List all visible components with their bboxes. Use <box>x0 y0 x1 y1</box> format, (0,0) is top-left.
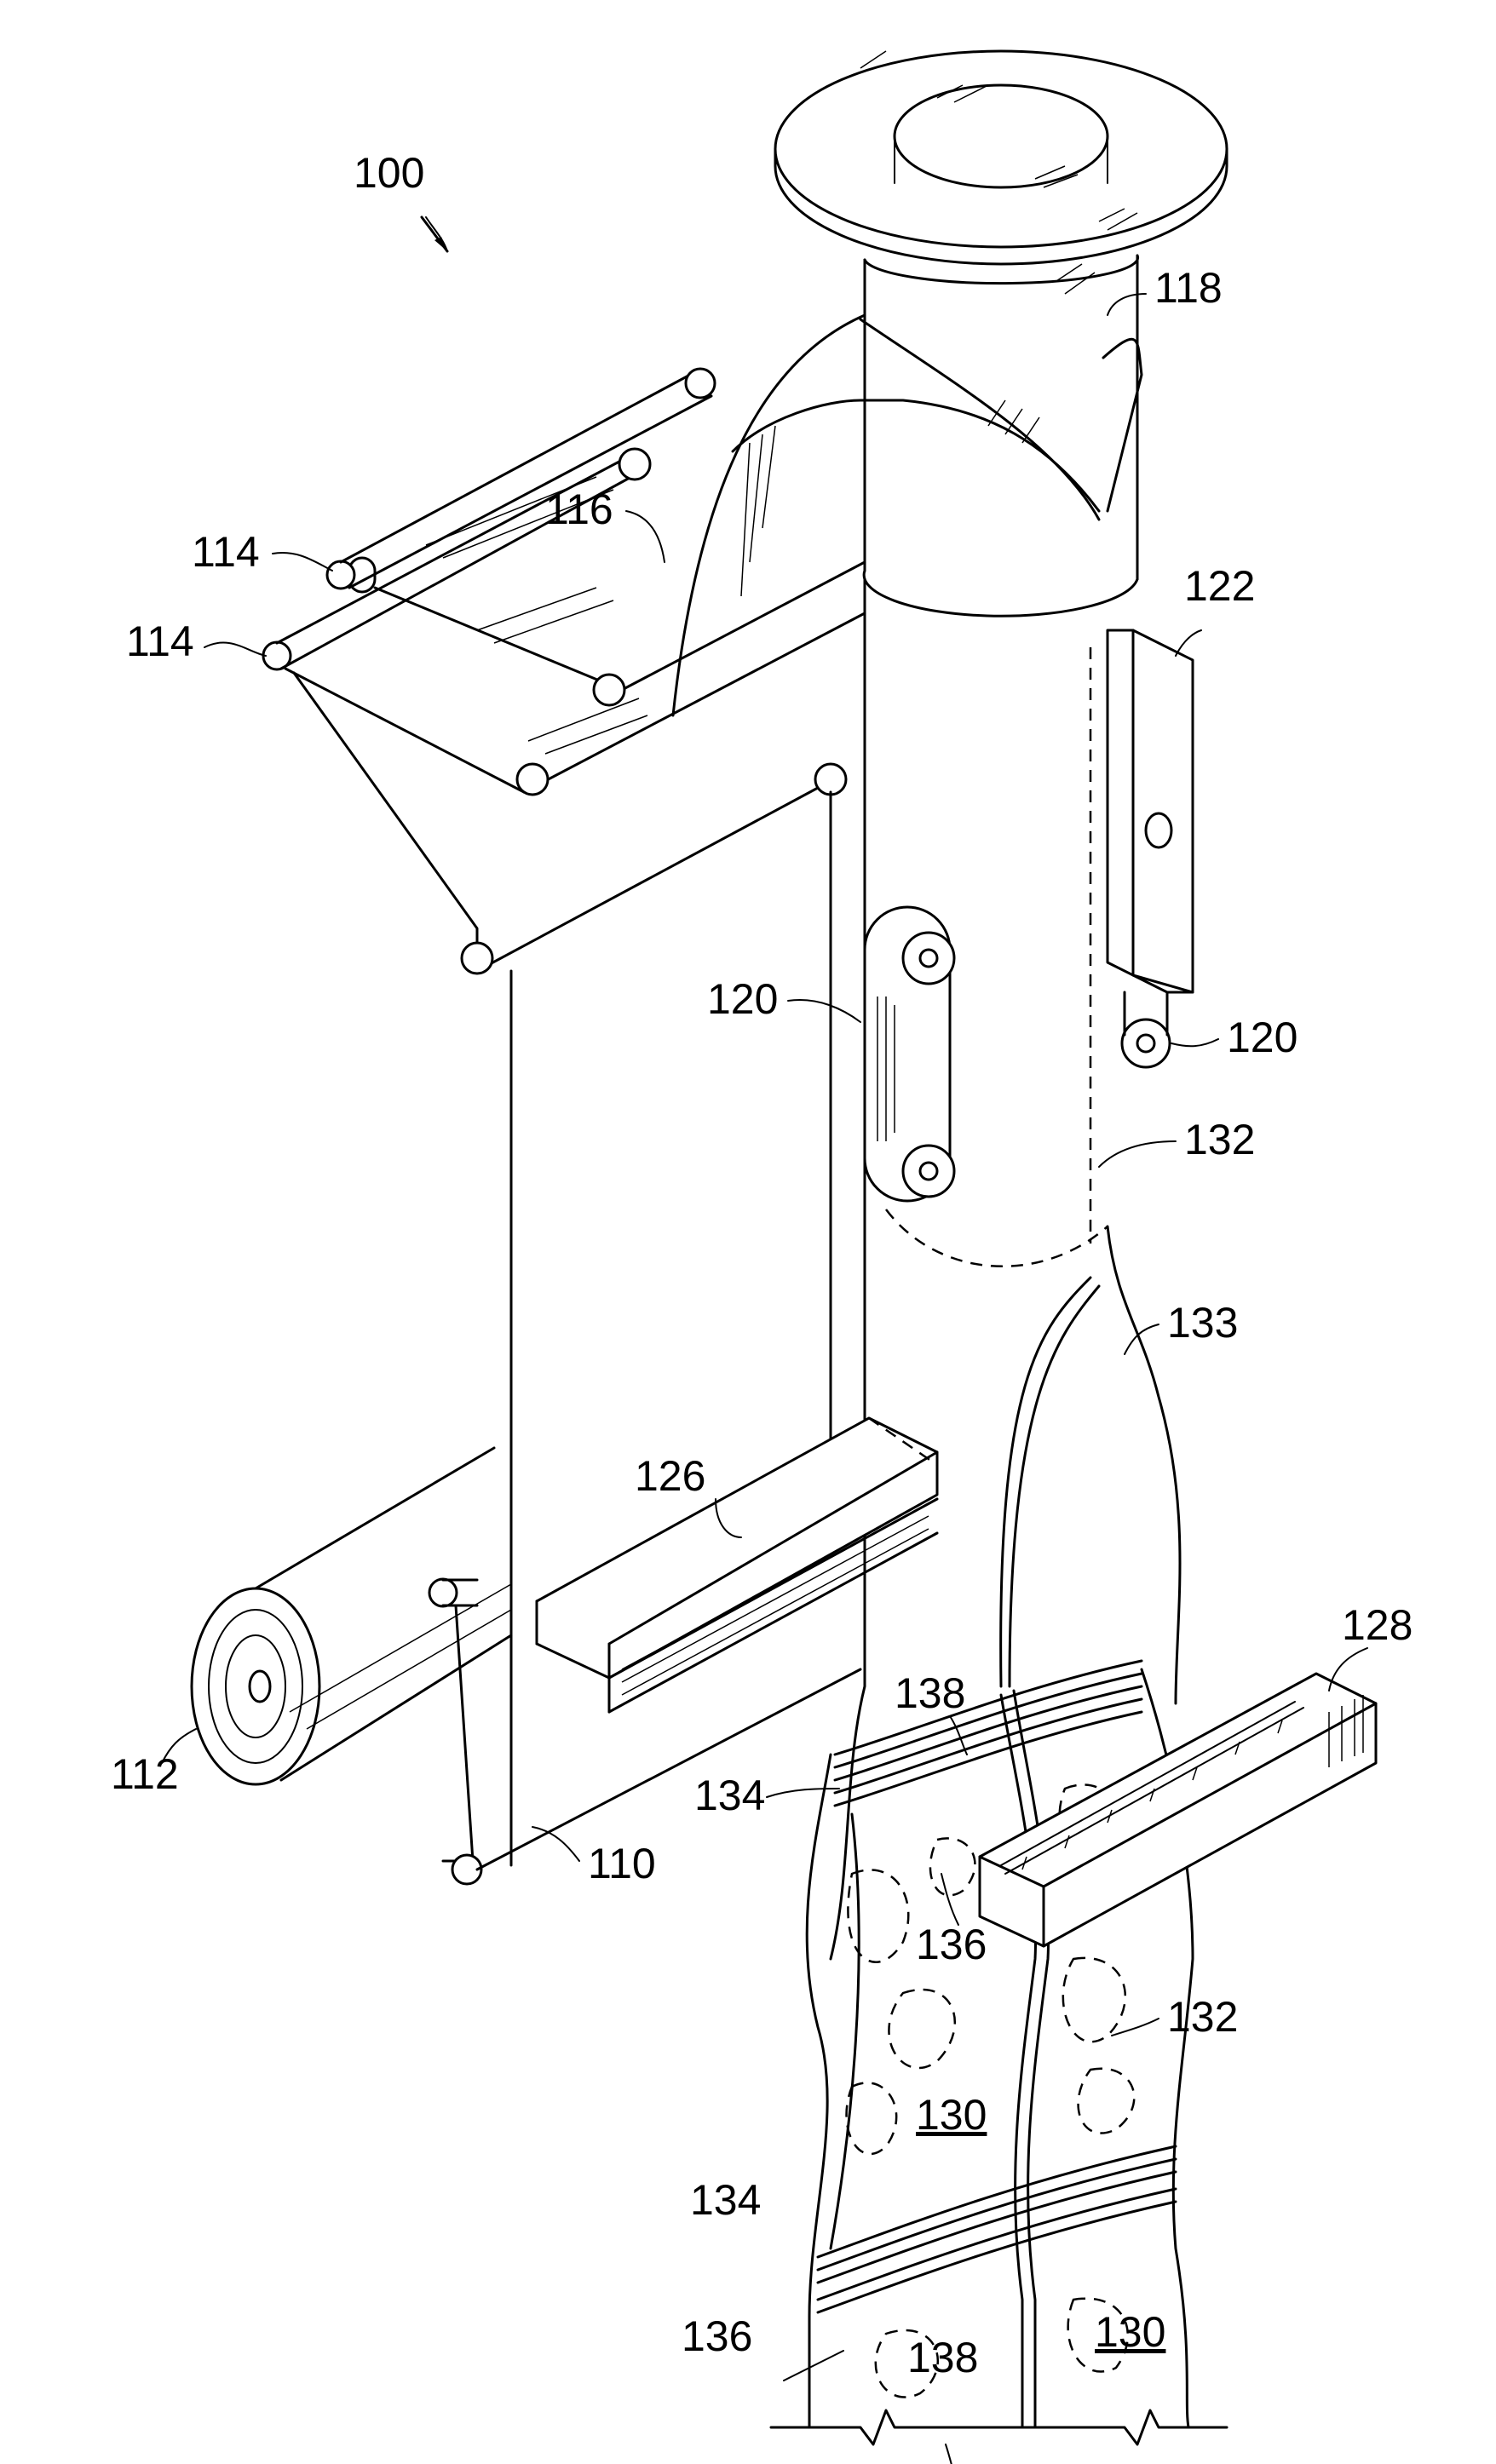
transverse-sealer-front <box>980 1674 1376 1946</box>
reference-numerals: 100 118 116 114 114 122 120 120 132 133 … <box>111 149 1413 2381</box>
product-tube <box>775 51 1227 616</box>
label-114-upper: 114 <box>192 528 260 576</box>
label-134-upper: 134 <box>694 1772 765 1819</box>
label-138-lower: 138 <box>907 2334 978 2381</box>
label-114-lower: 114 <box>126 617 194 665</box>
label-120-left: 120 <box>707 975 778 1023</box>
label-136-lower: 136 <box>682 2312 752 2360</box>
label-136-upper: 136 <box>916 1921 987 1968</box>
label-130-lower: 130 <box>1095 2308 1165 2356</box>
label-120-right: 120 <box>1227 1014 1297 1061</box>
label-110: 110 <box>588 1840 656 1887</box>
label-138-upper: 138 <box>895 1669 965 1717</box>
pull-belt-left <box>865 907 954 1201</box>
label-112: 112 <box>111 1750 179 1798</box>
label-122: 122 <box>1184 562 1255 610</box>
label-100: 100 <box>354 149 424 197</box>
forming-collar <box>673 315 1142 715</box>
label-128: 128 <box>1342 1601 1413 1649</box>
label-133: 133 <box>1167 1299 1238 1347</box>
vertical-sealer <box>1108 630 1193 1067</box>
film-path <box>192 369 865 1884</box>
label-130-upper: 130 <box>916 2091 987 2139</box>
label-118: 118 <box>1154 264 1223 312</box>
label-132-upper: 132 <box>1184 1116 1255 1163</box>
label-116: 116 <box>545 485 613 533</box>
transverse-sealer-back <box>537 1418 937 1712</box>
label-126: 126 <box>635 1452 705 1500</box>
label-132-lower: 132 <box>1167 1993 1238 2041</box>
label-134-lower: 134 <box>690 2176 761 2224</box>
